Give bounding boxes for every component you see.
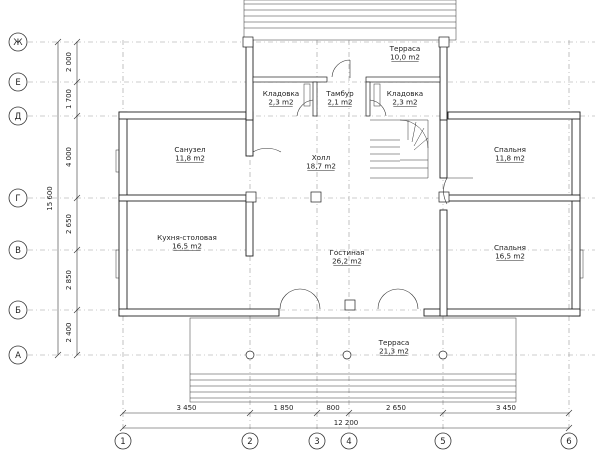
room-area: 2,1 m2 xyxy=(327,98,352,107)
room-area: 2,3 m2 xyxy=(268,98,293,107)
row-axis-label: Б xyxy=(15,306,21,316)
room-name: Гостиная xyxy=(329,248,364,257)
dimension-tick xyxy=(73,38,81,46)
horizontal-dimension-label: 3 450 xyxy=(496,404,516,412)
row-axis-bubble xyxy=(8,240,28,260)
rear-terrace-stairs xyxy=(243,0,457,41)
col-axis-bubble xyxy=(340,432,358,450)
row-axis-label: Г xyxy=(15,194,20,204)
row-axis-label: Ж xyxy=(13,38,22,48)
horizontal-dimension-label: 2 650 xyxy=(386,404,406,412)
row-axis-bubble xyxy=(8,345,28,365)
dimension-tick xyxy=(119,424,127,432)
col-axis-bubble xyxy=(114,432,132,450)
room-name: Терраса xyxy=(378,338,410,347)
row-axis-label: В xyxy=(15,246,21,256)
row-axis-label: Е xyxy=(15,78,20,88)
room-area: 16,5 m2 xyxy=(495,252,525,261)
col-axis-bubble xyxy=(560,432,578,450)
room-area: 16,5 m2 xyxy=(172,242,202,251)
dimension-tick xyxy=(54,38,62,46)
room-area: 21,3 m2 xyxy=(379,347,409,356)
room-area: 10,0 m2 xyxy=(390,53,420,62)
dimension-tick xyxy=(345,409,353,417)
vertical-total-label: 15 600 xyxy=(46,186,54,211)
front-terrace-stairs xyxy=(189,317,517,403)
horizontal-total-label: 12 200 xyxy=(334,419,359,427)
dimension-tick xyxy=(73,78,81,86)
room-name: Санузел xyxy=(174,145,205,154)
staircase xyxy=(370,119,429,179)
vertical-dimension-label: 1 700 xyxy=(65,89,73,109)
vertical-dimension-label: 2 850 xyxy=(65,270,73,290)
vertical-dimension-label: 2 650 xyxy=(65,214,73,234)
row-axis-bubble xyxy=(8,106,28,126)
room-area: 18,7 m2 xyxy=(306,162,336,171)
room-name: Спальня xyxy=(494,145,526,154)
row-axis-bubble xyxy=(8,32,28,52)
dimension-tick xyxy=(73,351,81,359)
room-name: Кухня-столовая xyxy=(157,233,217,242)
dimension-lines: 2 000 1 700 4 000 2 650 2 850 2 400 15 600 3 45… xyxy=(46,38,573,432)
doors xyxy=(252,59,473,310)
room-name: Терраса xyxy=(389,44,421,53)
col-axis-label: 2 xyxy=(247,437,252,447)
col-axis-label: 6 xyxy=(566,437,571,447)
dimension-tick xyxy=(439,409,447,417)
col-axis-label: 5 xyxy=(440,437,445,447)
dimension-tick xyxy=(313,409,321,417)
room-name: Спальня xyxy=(494,243,526,252)
col-axis-label: 4 xyxy=(346,437,351,447)
dimension-tick xyxy=(565,409,573,417)
row-axis-bubble xyxy=(8,300,28,320)
row-axis-bubble xyxy=(8,72,28,92)
dimension-tick xyxy=(73,194,81,202)
room-name: Кладовка xyxy=(387,89,423,98)
room-area: 11,8 m2 xyxy=(495,154,525,163)
col-axis-bubble xyxy=(434,432,452,450)
vertical-dimension-label: 2 000 xyxy=(65,52,73,72)
dimension-tick xyxy=(119,409,127,417)
dimension-tick xyxy=(73,112,81,120)
row-axis-bubble xyxy=(8,188,28,208)
dimension-tick xyxy=(73,246,81,254)
horizontal-dimension-label: 1 850 xyxy=(273,404,293,412)
vertical-dimension-label: 4 000 xyxy=(65,147,73,167)
col-axis-label: 1 xyxy=(120,437,125,447)
walls xyxy=(115,39,584,317)
col-axis-bubble xyxy=(308,432,326,450)
dimension-tick xyxy=(565,424,573,432)
room-area: 26,2 m2 xyxy=(332,257,362,266)
vertical-dimension-label: 2 400 xyxy=(65,322,73,342)
row-axis-label: Д xyxy=(15,112,22,122)
room-area: 11,8 m2 xyxy=(175,154,205,163)
room-name: Кладовка xyxy=(263,89,299,98)
col-axis-bubble xyxy=(241,432,259,450)
dimension-tick xyxy=(246,409,254,417)
grid-axes: Ж Е Д Г В Б А 1 2 3 4 5 6 xyxy=(8,32,595,450)
dimension-tick xyxy=(54,351,62,359)
room-name: Тамбур xyxy=(325,89,354,98)
horizontal-dimension-label: 800 xyxy=(326,404,339,412)
room-area: 2,3 m2 xyxy=(392,98,417,107)
room-name: Холл xyxy=(312,153,331,162)
storage-shelves xyxy=(303,83,381,107)
row-axis-label: А xyxy=(15,351,21,361)
dimension-tick xyxy=(73,306,81,314)
horizontal-dimension-label: 3 450 xyxy=(176,404,196,412)
col-axis-label: 3 xyxy=(314,437,319,447)
